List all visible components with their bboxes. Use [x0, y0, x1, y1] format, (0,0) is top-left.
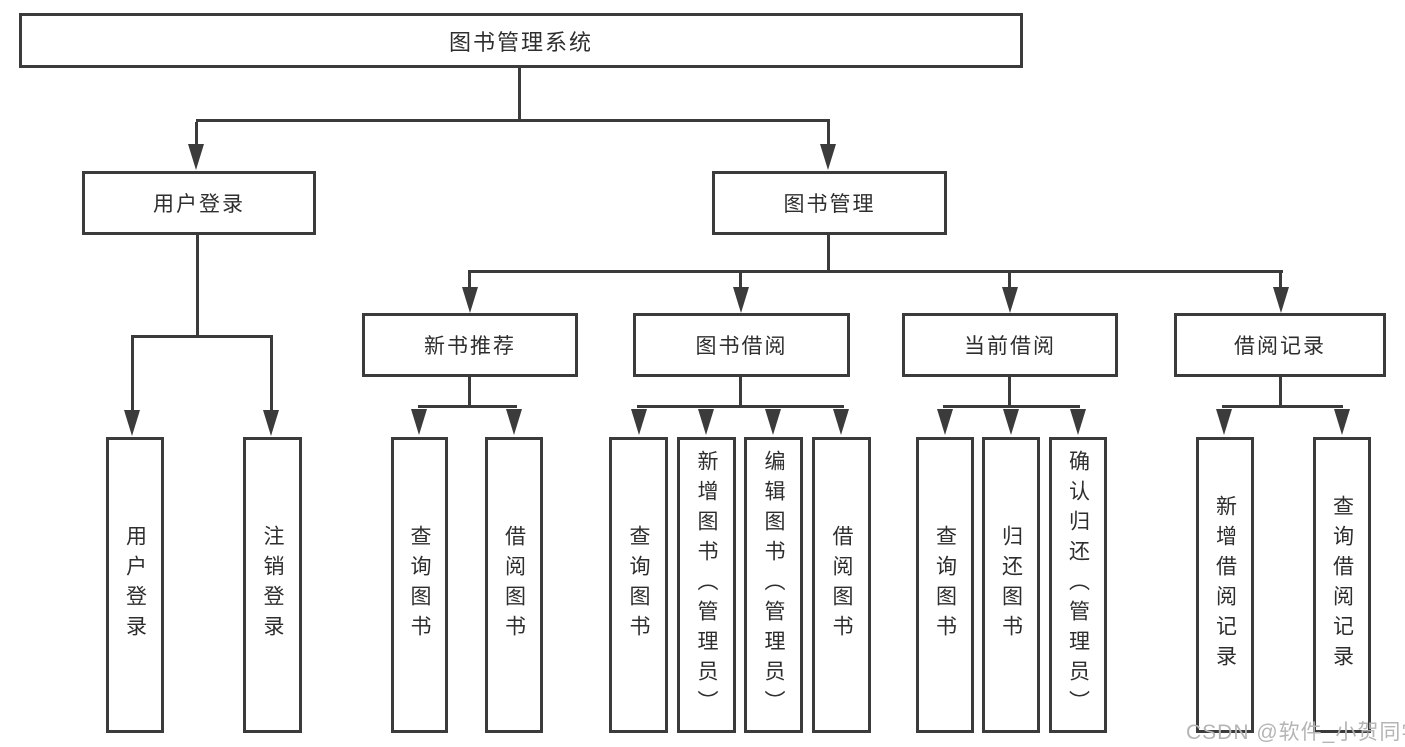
- arrow-down-icon: [765, 409, 781, 435]
- arrow-down-icon: [937, 409, 953, 435]
- leaf-edit-book-admin: 编辑图书（管理员）: [744, 437, 803, 733]
- leaf-label: 借阅图书: [830, 525, 853, 645]
- connector-line: [637, 405, 844, 408]
- connector-line: [1279, 273, 1282, 289]
- node-current-borrowing: 当前借阅: [902, 313, 1118, 377]
- connector-line: [196, 119, 830, 122]
- leaf-add-borrow-record: 新增借阅记录: [1196, 437, 1254, 733]
- leaf-label: 注销登录: [261, 525, 284, 645]
- connector-line: [196, 235, 199, 335]
- leaf-logout: 注销登录: [243, 437, 302, 733]
- node-borrowing-records: 借阅记录: [1174, 313, 1386, 377]
- node-book-borrowing: 图书借阅: [633, 313, 850, 377]
- leaf-user-login: 用户登录: [106, 437, 164, 733]
- leaf-label: 用户登录: [123, 525, 147, 645]
- arrow-down-icon: [833, 409, 849, 435]
- leaf-label: 新增借阅记录: [1213, 495, 1237, 675]
- leaf-label: 查询借阅记录: [1330, 495, 1354, 675]
- node-label: 用户登录: [153, 193, 245, 216]
- arrow-down-icon: [411, 409, 427, 435]
- node-label: 图书管理系统: [448, 29, 593, 55]
- arrow-down-icon: [1003, 409, 1019, 435]
- leaf-confirm-return-admin: 确认归还（管理员）: [1049, 437, 1107, 733]
- connector-line: [739, 273, 742, 289]
- node-library-management-system: 图书管理系统: [19, 13, 1023, 68]
- leaf-label: 查询图书: [933, 525, 957, 645]
- node-label: 图书管理: [783, 193, 876, 216]
- leaf-label: 查询图书: [627, 525, 650, 645]
- csdn-watermark: CSDN @软件_小贺同学: [1186, 721, 1405, 744]
- arrow-down-icon: [263, 410, 279, 436]
- connector-line: [827, 235, 830, 272]
- connector-line: [1279, 377, 1282, 408]
- leaf-label: 归还图书: [999, 525, 1023, 645]
- arrow-down-icon: [1002, 287, 1018, 313]
- node-new-book-recommendation: 新书推荐: [362, 313, 578, 377]
- connector-line: [195, 122, 198, 147]
- arrow-down-icon: [1273, 287, 1289, 313]
- arrow-down-icon: [506, 409, 522, 435]
- arrow-down-icon: [631, 409, 647, 435]
- arrow-down-icon: [1334, 409, 1350, 435]
- leaf-label: 编辑图书（管理员）: [762, 450, 785, 720]
- leaf-query-books-current: 查询图书: [916, 437, 974, 733]
- leaf-borrow-books-borrowing: 借阅图书: [812, 437, 871, 733]
- connector-line: [468, 270, 1283, 273]
- leaf-label: 确认归还（管理员）: [1066, 450, 1090, 720]
- connector-line: [468, 273, 471, 289]
- node-book-management: 图书管理: [712, 171, 947, 235]
- leaf-label: 新增图书（管理员）: [695, 450, 718, 720]
- connector-line: [1008, 273, 1011, 289]
- leaf-add-book-admin: 新增图书（管理员）: [677, 437, 736, 733]
- connector-line: [827, 122, 830, 147]
- node-label: 图书借阅: [695, 335, 788, 358]
- connector-line: [270, 338, 273, 412]
- arrow-down-icon: [124, 410, 140, 436]
- arrow-down-icon: [1070, 409, 1086, 435]
- leaf-query-borrow-record: 查询借阅记录: [1313, 437, 1371, 733]
- arrow-down-icon: [698, 409, 714, 435]
- connector-line: [468, 377, 471, 408]
- leaf-label: 借阅图书: [502, 525, 526, 645]
- node-label: 新书推荐: [424, 335, 516, 358]
- node-label: 当前借阅: [964, 335, 1056, 358]
- connector-line: [518, 67, 521, 121]
- connector-line: [418, 405, 517, 408]
- node-user-login: 用户登录: [82, 171, 316, 235]
- connector-line: [1222, 405, 1343, 408]
- connector-line: [739, 377, 742, 408]
- connector-line: [943, 405, 1080, 408]
- leaf-label: 查询图书: [408, 525, 431, 645]
- leaf-query-books-borrowing: 查询图书: [609, 437, 668, 733]
- connector-line: [1008, 377, 1011, 408]
- leaf-query-books-recommend: 查询图书: [391, 437, 448, 733]
- arrow-down-icon: [462, 287, 478, 313]
- arrow-down-icon: [820, 144, 836, 170]
- arrow-down-icon: [1216, 409, 1232, 435]
- connector-line: [131, 335, 273, 338]
- arrow-down-icon: [188, 144, 204, 170]
- leaf-borrow-books-recommend: 借阅图书: [485, 437, 543, 733]
- arrow-down-icon: [733, 287, 749, 313]
- connector-line: [131, 338, 134, 412]
- leaf-return-book: 归还图书: [982, 437, 1040, 733]
- node-label: 借阅记录: [1234, 335, 1326, 358]
